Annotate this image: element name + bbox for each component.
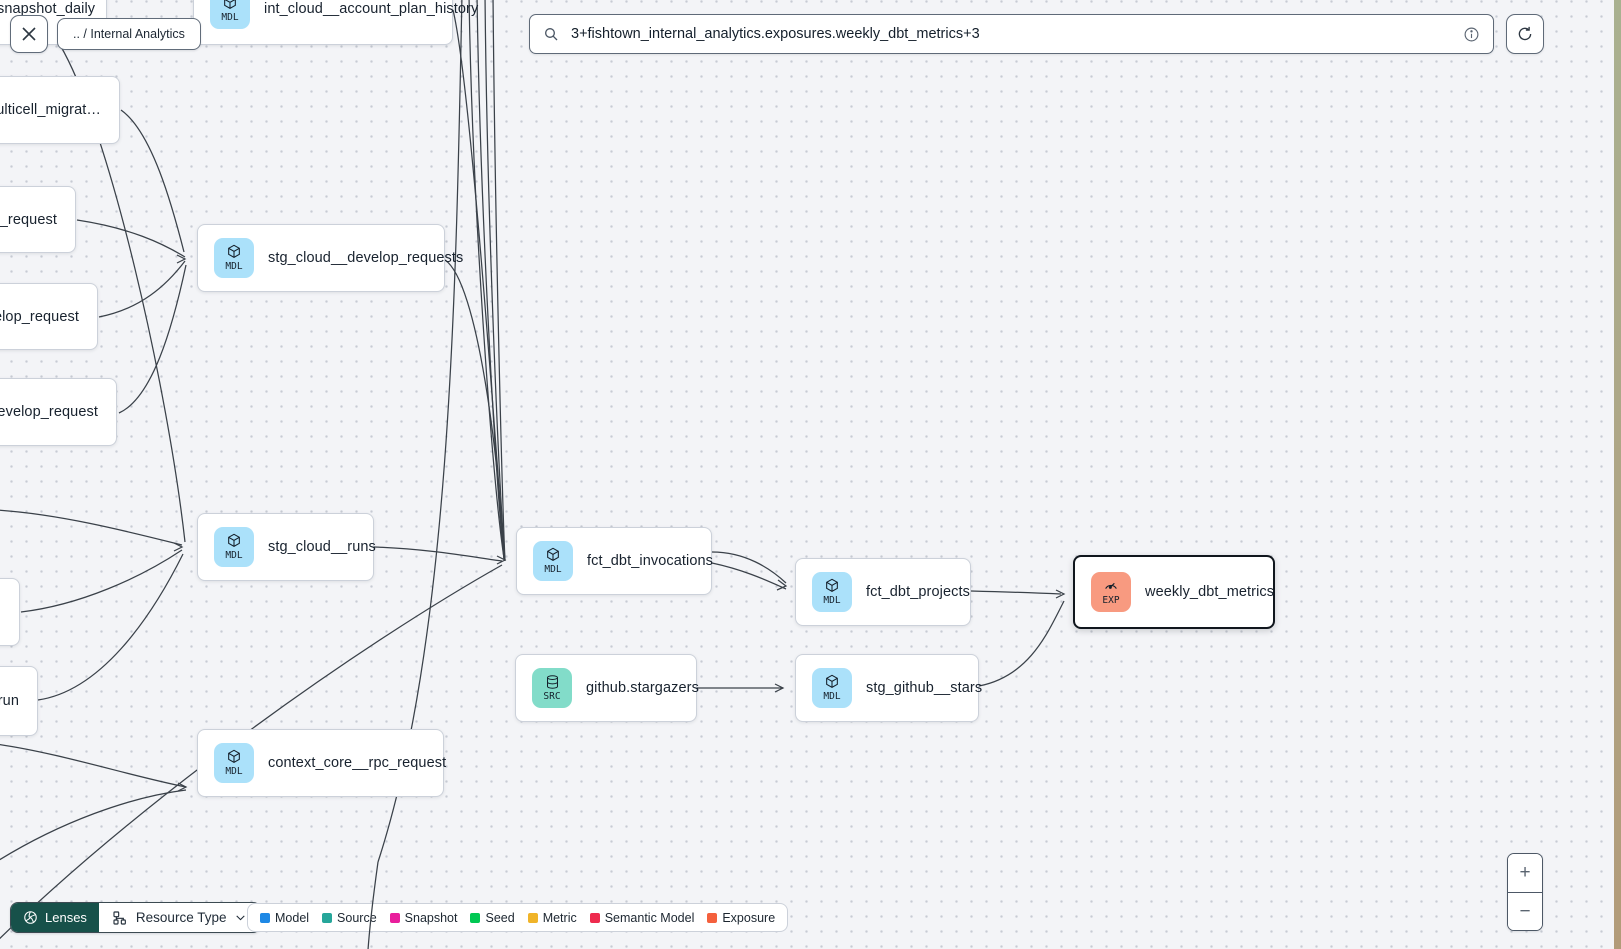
exposure-badge: EXP xyxy=(1091,572,1131,612)
legend-item-exposure: Exposure xyxy=(707,911,775,925)
node-label: velop_request xyxy=(0,308,79,325)
badge-type: MDL xyxy=(544,564,562,576)
resource-type-label: Resource Type xyxy=(135,910,227,925)
model-badge: MDL xyxy=(210,0,250,29)
resource-type-icon xyxy=(113,910,126,925)
cube-icon xyxy=(826,578,838,593)
node-stg-cloud-develop-requests[interactable]: MDL stg_cloud__develop_requests xyxy=(197,224,463,292)
node-label: github.stargazers xyxy=(586,680,699,696)
model-badge: MDL xyxy=(812,668,852,708)
model-badge: MDL xyxy=(214,527,254,567)
lenses-control: Lenses Resource Type xyxy=(10,902,262,933)
legend-item-semantic-model: Semantic Model xyxy=(589,911,694,925)
breadcrumb[interactable]: .. / Internal Analytics xyxy=(57,18,201,50)
chevron-down-icon xyxy=(236,915,246,921)
exposure-swatch xyxy=(707,912,718,923)
badge-type: MDL xyxy=(225,766,243,778)
refresh-icon xyxy=(1518,26,1532,41)
node-label: stg_cloud__develop_requests xyxy=(268,250,464,266)
close-button[interactable] xyxy=(10,15,48,53)
node-cut-left-1[interactable]: n xyxy=(0,578,20,646)
node-label: context_core__rpc_request xyxy=(268,755,447,771)
badge-type: MDL xyxy=(225,550,243,562)
legend-item-model: Model xyxy=(260,911,309,925)
gauge-icon xyxy=(1105,583,1117,590)
node-fct-dbt-projects[interactable]: MDL fct_dbt_projects xyxy=(795,558,971,626)
node-multicell-migrations[interactable]: multicell_migrat… xyxy=(0,76,120,144)
node-label: weekly_dbt_metrics xyxy=(1145,584,1275,600)
node-stg-cloud-runs[interactable]: MDL stg_cloud__runs xyxy=(197,513,376,581)
legend-item-snapshot: Snapshot xyxy=(389,911,457,925)
model-badge: MDL xyxy=(812,572,852,612)
cube-icon xyxy=(228,244,240,259)
node-label: n xyxy=(0,604,1,620)
node-develop-request-3[interactable]: develop_request xyxy=(0,378,117,446)
source-badge: SRC xyxy=(532,668,572,708)
seed-swatch xyxy=(470,912,481,923)
badge-type: MDL xyxy=(225,261,243,273)
search-bar[interactable] xyxy=(529,14,1494,54)
node-weekly-dbt-metrics[interactable]: EXP weekly_dbt_metrics xyxy=(1073,555,1275,629)
legend-item-seed: Seed xyxy=(470,911,515,925)
desktop-edge-strip xyxy=(1614,0,1621,949)
badge-type: MDL xyxy=(823,691,841,703)
close-icon xyxy=(22,27,36,41)
resource-type-legend: Model Source Snapshot Seed Metric Semant… xyxy=(247,903,789,932)
node-label: fct_dbt_invocations xyxy=(587,553,714,569)
snapshot-swatch xyxy=(389,912,400,923)
search-input[interactable] xyxy=(569,25,1453,43)
node-fct-dbt-invocations[interactable]: MDL fct_dbt_invocations xyxy=(516,527,714,595)
model-badge: MDL xyxy=(214,743,254,783)
legend-item-metric: Metric xyxy=(527,911,577,925)
lenses-button[interactable]: Lenses xyxy=(11,903,99,932)
cube-icon xyxy=(826,674,838,689)
node-develop-request-1[interactable]: p_request xyxy=(0,186,76,253)
search-icon xyxy=(545,28,558,41)
source-swatch xyxy=(322,912,333,923)
cube-icon xyxy=(224,0,236,10)
cube-icon xyxy=(228,749,240,764)
model-badge: MDL xyxy=(533,541,573,581)
model-swatch xyxy=(260,912,270,923)
node-label: fct_dbt_projects xyxy=(866,584,970,600)
zoom-in-button[interactable]: + xyxy=(1508,854,1542,892)
node-int-cloud-account-plan-history[interactable]: MDL int_cloud__account_plan_history xyxy=(193,0,478,45)
node-stg-github-stars[interactable]: MDL stg_github__stars xyxy=(795,654,983,722)
cube-icon xyxy=(228,533,240,548)
node-github-stargazers[interactable]: SRC github.stargazers xyxy=(515,654,699,722)
semantic-model-swatch xyxy=(589,912,600,923)
info-icon[interactable] xyxy=(1463,26,1480,43)
zoom-controls: + − xyxy=(1507,853,1543,931)
lens-aperture-icon xyxy=(24,911,37,924)
badge-type: MDL xyxy=(221,12,239,24)
badge-type: MDL xyxy=(823,595,841,607)
node-cut-left-2[interactable]: run xyxy=(0,666,38,736)
resource-type-dropdown[interactable]: Resource Type xyxy=(98,903,261,932)
node-label: stg_github__stars xyxy=(866,680,983,696)
breadcrumb-label: .. / Internal Analytics xyxy=(73,27,185,41)
lenses-label: Lenses xyxy=(45,910,87,925)
node-label: snapshot_daily xyxy=(0,1,96,17)
database-icon xyxy=(546,675,558,690)
node-label: multicell_migrat… xyxy=(0,102,101,118)
node-label: develop_request xyxy=(0,404,98,420)
badge-type: SRC xyxy=(543,691,561,703)
zoom-out-button[interactable]: − xyxy=(1508,892,1542,930)
metric-swatch xyxy=(527,912,538,923)
node-develop-request-2[interactable]: velop_request xyxy=(0,283,98,350)
badge-type: EXP xyxy=(1102,595,1120,607)
legend-item-source: Source xyxy=(322,911,377,925)
node-label: int_cloud__account_plan_history xyxy=(264,1,479,17)
cube-icon xyxy=(547,547,559,562)
node-label: run xyxy=(0,693,19,709)
node-label: p_request xyxy=(0,211,57,228)
node-context-core-rpc-request[interactable]: MDL context_core__rpc_request xyxy=(197,729,447,797)
model-badge: MDL xyxy=(214,238,254,278)
node-label: stg_cloud__runs xyxy=(268,539,376,555)
refresh-button[interactable] xyxy=(1506,14,1544,54)
